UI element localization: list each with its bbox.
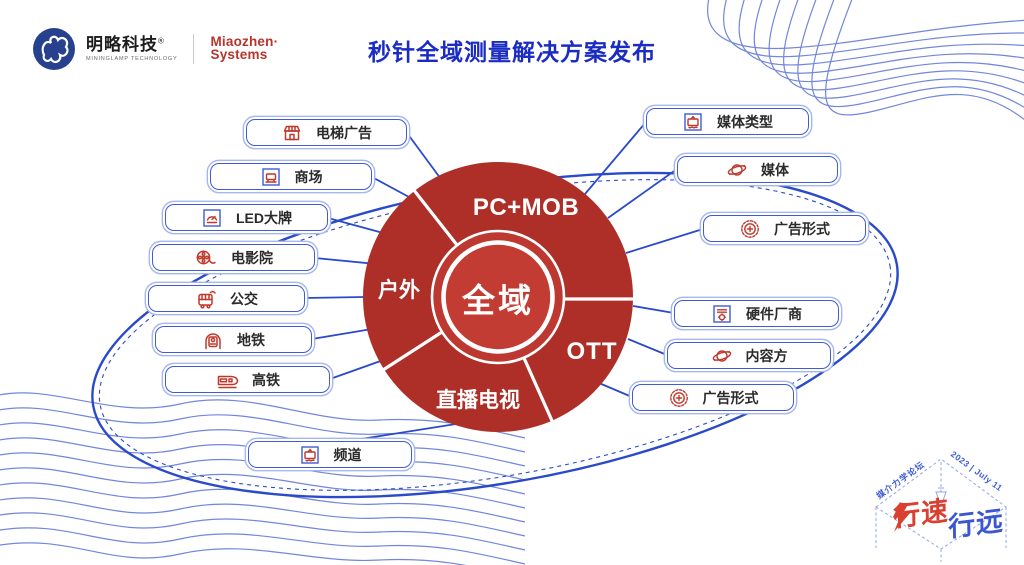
miaozhen-line1: Miaozhen·	[210, 34, 279, 50]
bus-icon	[198, 290, 216, 309]
node-label: 广告形式	[774, 220, 830, 237]
node-label: 商场	[294, 168, 323, 185]
brand-header: 明略科技® MININGLAMP TECHNOLOGY Miaozhen· Sy…	[32, 27, 278, 71]
media-orbit-icon	[727, 163, 747, 176]
node-label: 媒体类型	[717, 113, 773, 130]
node-label: 地铁	[237, 331, 265, 348]
lightning-bolt-icon	[893, 503, 910, 532]
sector-dividers	[382, 188, 633, 424]
ad-badge-icon	[741, 219, 759, 238]
tv-channel-icon	[684, 112, 702, 131]
node-media-type: 媒体类型	[646, 108, 809, 135]
stamp-slogan-left: 行速	[892, 495, 950, 533]
sector-outdoor: 户外	[378, 279, 420, 302]
connector-ad-format-bottom	[598, 382, 633, 398]
node-label: 广告形式	[702, 389, 759, 406]
node-mall: 商场	[210, 163, 372, 190]
connector-media	[607, 168, 678, 219]
mininglamp-logo-icon	[33, 28, 75, 70]
miaozhen-line2: Systems	[210, 47, 268, 62]
node-label: 内容方	[745, 347, 788, 364]
node-content-provider: 内容方	[667, 342, 831, 369]
brand-text: 明略科技® MININGLAMP TECHNOLOGY	[86, 36, 177, 63]
connector-bus	[304, 296, 365, 299]
media-orbit-icon	[712, 349, 731, 362]
node-label: 高铁	[252, 371, 280, 388]
plumb-bob-icon	[935, 487, 947, 508]
node-elevator-ads: 电梯广告	[246, 119, 407, 146]
storefront-icon	[283, 125, 301, 140]
miaozhen-wordmark: Miaozhen· Systems	[210, 34, 279, 62]
connector-high-speed-rail	[329, 357, 390, 380]
node-led-billboard: LED大牌	[165, 204, 328, 231]
contour-decoration-top-right	[706, 0, 1024, 121]
node-label: 公交	[230, 290, 258, 307]
connector-content-provider	[627, 338, 668, 356]
node-media: 媒体	[677, 156, 838, 183]
tv-channel-icon	[300, 445, 319, 464]
train-icon	[217, 375, 239, 388]
page-title: 秒针全域测量解决方案发布	[368, 39, 656, 65]
film-reel-icon	[196, 250, 216, 264]
node-bus: 公交	[148, 285, 305, 312]
connector-hardware-vendor	[632, 305, 675, 314]
node-label: 媒体	[761, 161, 789, 178]
brand-divider	[193, 34, 195, 64]
metro-icon	[205, 332, 221, 349]
registered-mark: ®	[158, 36, 164, 46]
connector-channel	[335, 423, 457, 444]
led-billboard-icon	[203, 208, 221, 227]
node-channel: 频道	[248, 441, 412, 468]
stamp-slogan-right: 行远	[947, 505, 1005, 543]
wheel-hub	[441, 240, 555, 354]
node-label: 频道	[333, 446, 362, 463]
sector-live-tv: 直播电视	[436, 389, 520, 412]
node-cinema: 电影院	[152, 244, 315, 271]
node-ad-format-bottom: 广告形式	[632, 384, 794, 411]
brand-company-cn: 明略科技	[86, 34, 158, 54]
connector-ad-format-top	[625, 228, 704, 254]
node-label: 硬件厂商	[746, 305, 802, 322]
ad-badge-icon	[669, 388, 688, 407]
node-high-speed-rail: 高铁	[165, 366, 330, 393]
node-label: LED大牌	[236, 209, 292, 226]
central-wheel	[363, 162, 633, 432]
node-metro: 地铁	[155, 326, 312, 353]
hardware-icon	[713, 304, 731, 323]
connector-media-type	[584, 121, 647, 195]
node-ad-format-top: 广告形式	[703, 215, 866, 242]
mall-icon	[261, 167, 280, 186]
stamp-cube	[875, 458, 1007, 562]
brand-company-en: MININGLAMP TECHNOLOGY	[86, 55, 178, 62]
connector-metro	[311, 328, 373, 340]
sector-ott: OTT	[566, 338, 618, 365]
node-hardware-vendor: 硬件厂商	[674, 300, 839, 327]
sector-pc-mob: PC+MOB	[472, 194, 580, 221]
node-label: 电影院	[231, 249, 273, 266]
center-label: 全域	[462, 282, 534, 319]
node-label: 电梯广告	[316, 124, 372, 141]
